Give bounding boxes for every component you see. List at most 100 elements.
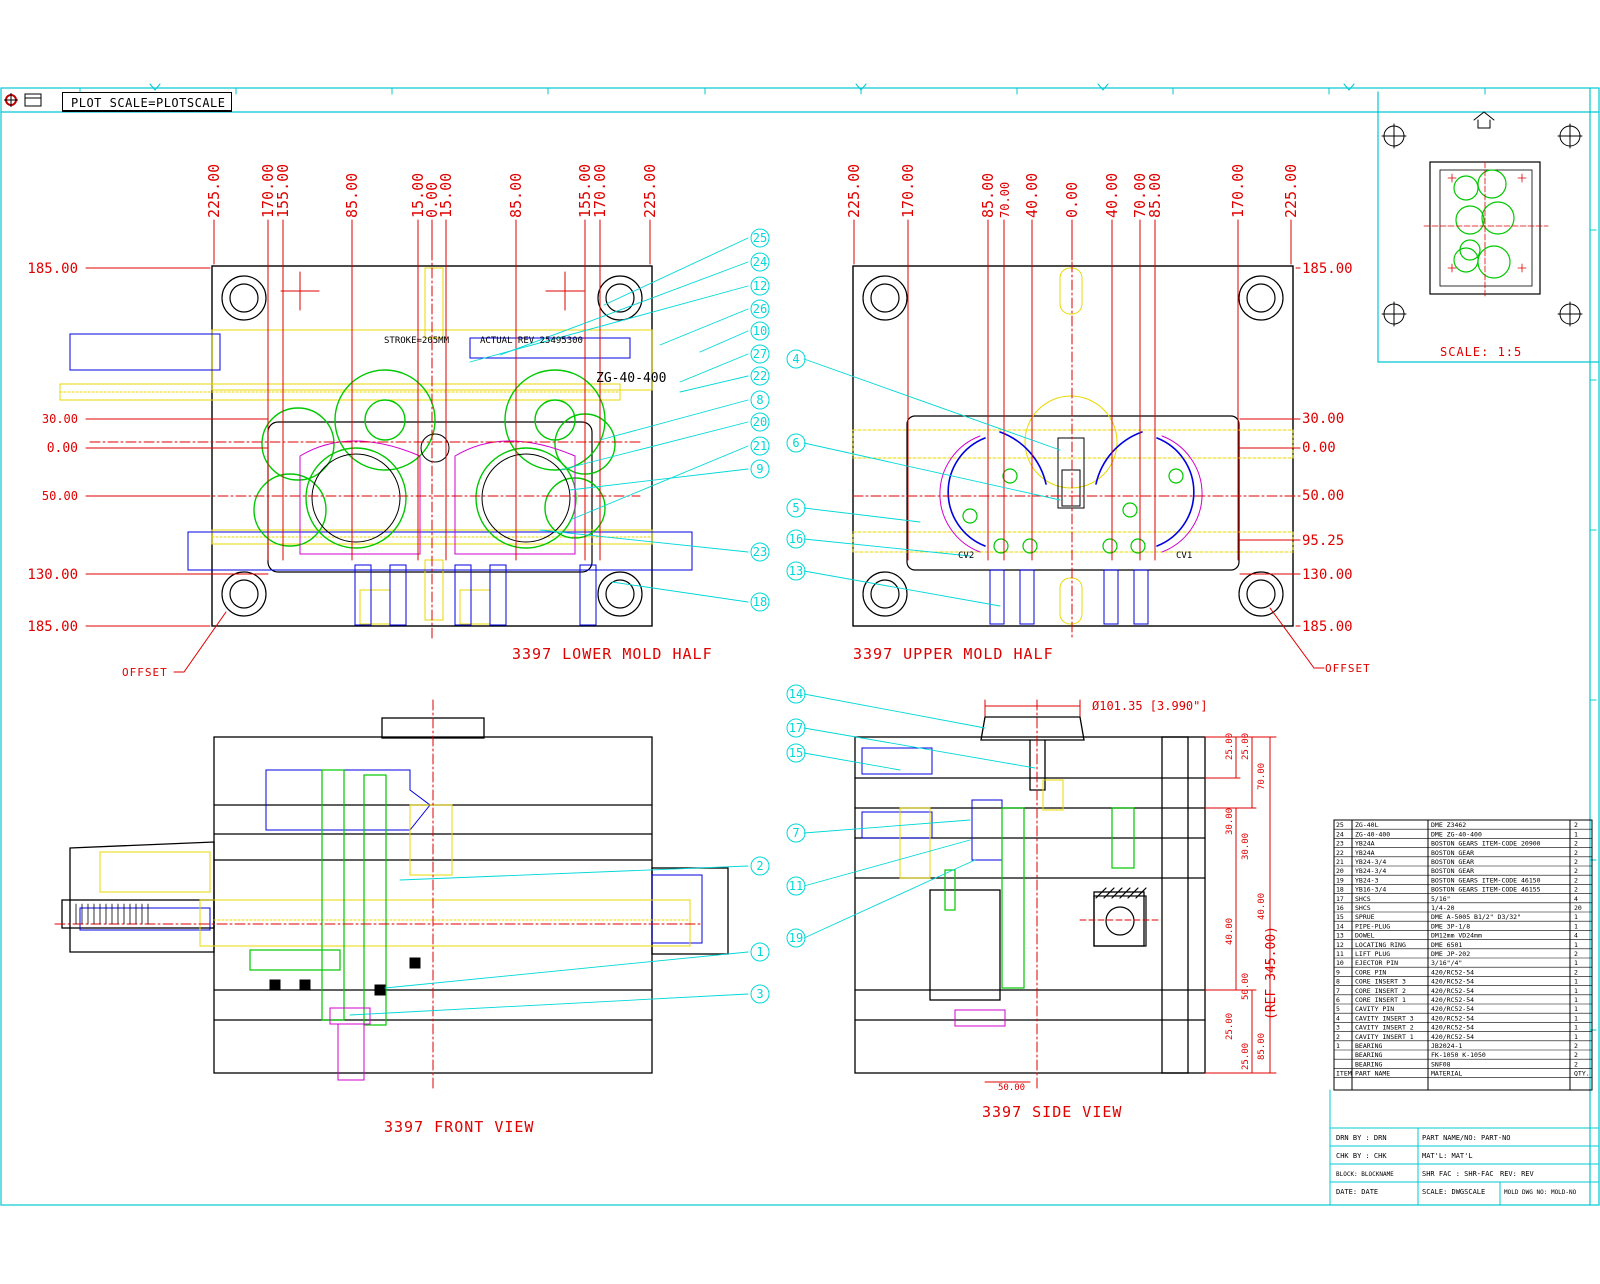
balloon[interactable]: 3 bbox=[750, 984, 770, 1004]
balloon[interactable]: 20 bbox=[750, 412, 770, 432]
bom-cell: SHCS bbox=[1355, 895, 1371, 903]
svg-text:22: 22 bbox=[753, 369, 767, 383]
balloon[interactable]: 1 bbox=[750, 942, 770, 962]
balloon[interactable]: 7 bbox=[786, 823, 806, 843]
chk-field: CHK BY : CHK bbox=[1336, 1152, 1387, 1160]
bom-cell: SPRUE bbox=[1355, 913, 1375, 921]
bom-cell: 1 bbox=[1574, 1033, 1578, 1041]
sheet-border bbox=[0, 87, 1600, 1206]
upper-right-dims: 185.00 30.00 0.00 50.00 95.25 130.00 185… bbox=[1302, 261, 1353, 635]
bom-cell: 1 bbox=[1574, 1014, 1578, 1022]
balloon[interactable]: 22 bbox=[750, 366, 770, 386]
title-block-text: DRN BY : DRN PART NAME/NO: PART-NO CHK B… bbox=[1336, 1134, 1577, 1196]
bom-cell: CAVITY PIN bbox=[1355, 1005, 1394, 1013]
bom-cell: 13 bbox=[1336, 932, 1344, 940]
balloon[interactable]: 24 bbox=[750, 252, 770, 272]
bom-cell: 17 bbox=[1336, 895, 1344, 903]
svg-text:8: 8 bbox=[756, 393, 763, 407]
balloon[interactable]: 12 bbox=[750, 276, 770, 296]
balloon[interactable]: 15 bbox=[786, 743, 806, 763]
lower-dimension-lines bbox=[85, 219, 651, 627]
offset-left: OFFSET bbox=[122, 666, 168, 679]
balloon[interactable]: 25 bbox=[750, 228, 770, 248]
balloon[interactable]: 10 bbox=[750, 321, 770, 341]
bom-cell: 21 bbox=[1336, 858, 1344, 866]
svg-text:25: 25 bbox=[753, 231, 767, 245]
balloon[interactable]: 13 bbox=[786, 561, 806, 581]
plot-scale-field[interactable]: PLOT SCALE=PLOTSCALE bbox=[62, 92, 232, 112]
bom-cell: 3/16"/4" bbox=[1431, 959, 1462, 967]
balloon[interactable]: 23 bbox=[750, 542, 770, 562]
bom-cell: 1 bbox=[1574, 830, 1578, 838]
bom-cell: 19 bbox=[1336, 876, 1344, 884]
balloon[interactable]: 5 bbox=[786, 498, 806, 518]
balloon[interactable]: 21 bbox=[750, 436, 770, 456]
bom-cell: 20 bbox=[1574, 904, 1582, 912]
side-title: 3397 SIDE VIEW bbox=[982, 1103, 1122, 1121]
bom-cell: YB24-3 bbox=[1355, 876, 1379, 884]
dim-label: 15.00 bbox=[409, 173, 427, 218]
bom-cell: DME JP-202 bbox=[1431, 950, 1470, 958]
svg-text:26: 26 bbox=[753, 302, 767, 316]
scale-field: SCALE: DWGSCALE bbox=[1422, 1188, 1485, 1196]
window-icon[interactable] bbox=[22, 90, 44, 110]
dim-label: 15.00 bbox=[437, 173, 455, 218]
balloon[interactable]: 14 bbox=[786, 684, 806, 704]
upper-mold-half[interactable] bbox=[852, 225, 1301, 641]
bom-cell: 14 bbox=[1336, 922, 1344, 930]
balloon[interactable]: 19 bbox=[786, 928, 806, 948]
balloon[interactable]: 11 bbox=[786, 876, 806, 896]
block-field: BLOCK: BLOCKNAME bbox=[1336, 1171, 1394, 1178]
bom-cell: 420/RC52-54 bbox=[1431, 1014, 1474, 1022]
offset-leaders bbox=[173, 607, 1325, 673]
vdim: 50.00 bbox=[1241, 973, 1251, 1000]
bom-cell: 4 bbox=[1336, 1014, 1340, 1022]
balloon[interactable]: 6 bbox=[786, 433, 806, 453]
front-view[interactable] bbox=[54, 699, 729, 1091]
bom-cell: 2 bbox=[1574, 849, 1578, 857]
svg-text:17: 17 bbox=[789, 721, 803, 735]
view-titles: 3397 LOWER MOLD HALF 3397 UPPER MOLD HAL… bbox=[122, 345, 1521, 1136]
upper-cavity-labels: CV2 CV1 bbox=[958, 551, 1192, 561]
balloon[interactable]: 26 bbox=[750, 299, 770, 319]
side-view[interactable] bbox=[854, 699, 1277, 1091]
thumbnail-view[interactable] bbox=[1377, 91, 1599, 363]
dim-label: 0.00 bbox=[1302, 440, 1336, 456]
bom-cell: BOSTON GEAR bbox=[1431, 867, 1474, 875]
dim-label: 185.00 bbox=[27, 261, 78, 277]
bom-cell: BOSTON GEARS ITEM-CODE 20900 bbox=[1431, 840, 1541, 848]
bom-cell: 2 bbox=[1574, 821, 1578, 829]
dim-label: 155.00 bbox=[576, 164, 594, 218]
dim-label: 225.00 bbox=[641, 164, 659, 218]
balloon[interactable]: 16 bbox=[786, 529, 806, 549]
dim-label: 95.25 bbox=[1302, 533, 1344, 549]
dim-label: 225.00 bbox=[845, 164, 863, 218]
bom-cell: 12 bbox=[1336, 941, 1344, 949]
balloon[interactable]: 27 bbox=[750, 344, 770, 364]
bom-cell: 1 bbox=[1574, 996, 1578, 1004]
bom-table[interactable] bbox=[1333, 819, 1593, 1091]
bom-cell: 5 bbox=[1336, 1005, 1340, 1013]
svg-text:5: 5 bbox=[792, 501, 799, 515]
dim-label: 225.00 bbox=[205, 164, 223, 218]
crosshair-icon[interactable] bbox=[0, 90, 22, 110]
lower-mold-half[interactable] bbox=[59, 249, 693, 641]
bom-cell: 4 bbox=[1574, 895, 1578, 903]
balloon[interactable]: 4 bbox=[786, 349, 806, 369]
bom-cell: 2 bbox=[1574, 1051, 1578, 1059]
dim-label: 0.00 bbox=[423, 182, 441, 218]
balloon[interactable]: 17 bbox=[786, 718, 806, 738]
balloon[interactable]: 18 bbox=[750, 592, 770, 612]
dim-label: 50.00 bbox=[1302, 488, 1344, 504]
svg-text:3: 3 bbox=[756, 987, 763, 1001]
title-block[interactable] bbox=[1329, 1089, 1599, 1206]
balloon[interactable]: 8 bbox=[750, 390, 770, 410]
balloon[interactable]: 2 bbox=[750, 856, 770, 876]
balloon-leaders bbox=[349, 237, 1061, 1016]
balloon[interactable]: 9 bbox=[750, 459, 770, 479]
vdim: 25.00 bbox=[1241, 733, 1251, 760]
bom-cell: 2 bbox=[1574, 886, 1578, 894]
bom-cell: 1 bbox=[1336, 1042, 1340, 1050]
